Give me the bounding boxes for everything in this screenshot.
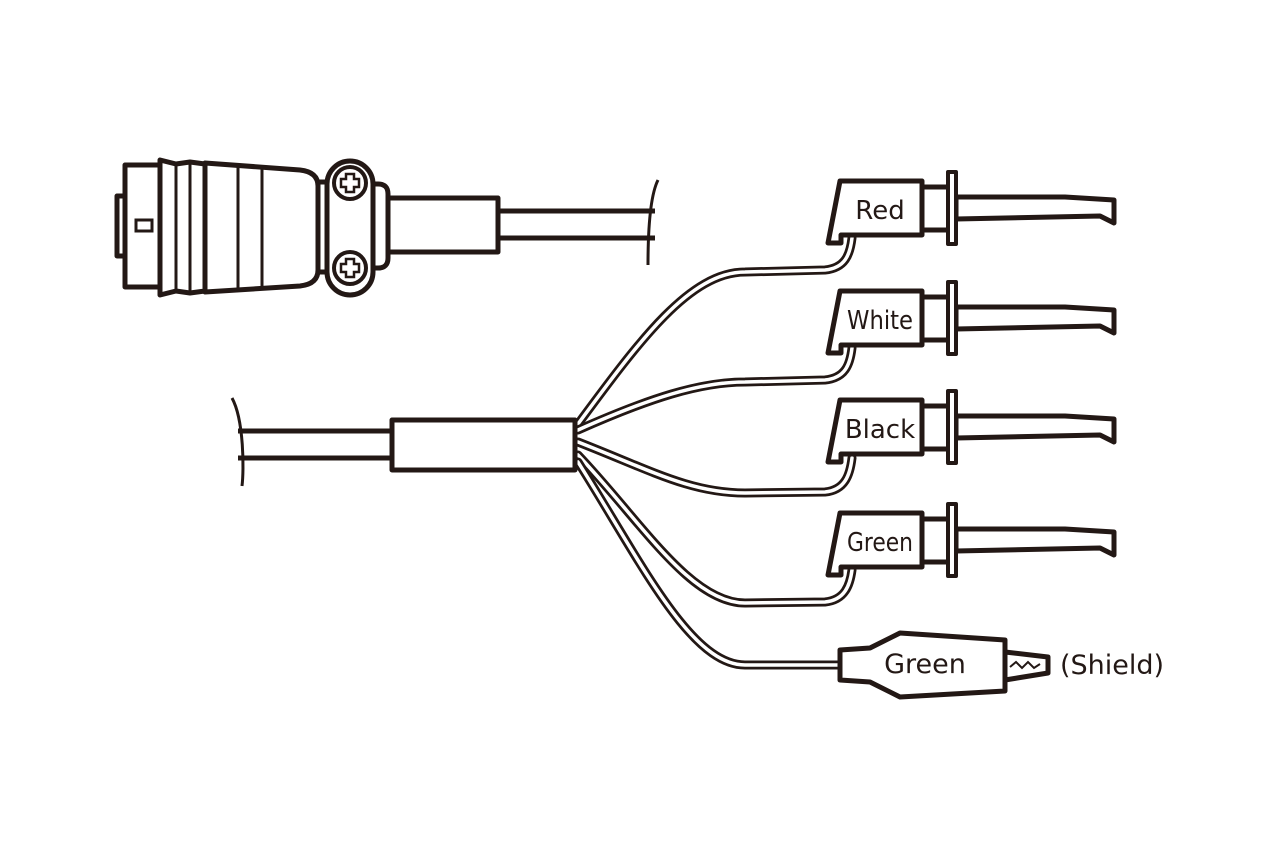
hook-clip-green: Green (825, 502, 1117, 578)
hook-clip-white: White (825, 280, 1117, 356)
alligator-clip: Green (Shield) (837, 630, 1164, 700)
clip-flange (946, 280, 958, 356)
clip-flange (946, 170, 958, 246)
breakout-cable (230, 397, 392, 487)
jaw-teeth (1009, 660, 1041, 670)
wires (573, 233, 857, 670)
hook-clip-black: Black (825, 389, 1117, 465)
clip-flange (946, 502, 958, 578)
clamp-back (369, 181, 391, 271)
lead-label: Black (845, 415, 915, 445)
clip-flange (946, 389, 958, 465)
connector-assembly (114, 157, 660, 298)
hook-clip-red: Red (825, 170, 1117, 246)
lead-label: Green (884, 649, 966, 680)
clip-body (825, 178, 925, 246)
connector-front (122, 162, 163, 290)
lead-label: White (847, 306, 913, 336)
cable-break-mark (230, 397, 245, 487)
key-mark (134, 218, 154, 233)
lead-label: Green (847, 528, 913, 558)
connector-grip (157, 157, 208, 298)
wire-white (573, 343, 857, 435)
probe-hook (953, 413, 1117, 445)
screw-icon (332, 165, 368, 201)
wire-black (573, 437, 857, 498)
probe-hook (953, 194, 1117, 226)
clip-body (825, 397, 925, 465)
probe-hook (953, 304, 1117, 336)
cable-break-mark (646, 179, 660, 266)
clip-body (825, 288, 925, 356)
strain-relief (382, 195, 501, 255)
lead-label: Red (855, 196, 904, 226)
screw-icon (332, 250, 368, 286)
clip-body (825, 510, 925, 578)
shield-note: (Shield) (1060, 650, 1164, 681)
probe-hook (953, 526, 1117, 558)
breakout-sleeve (389, 417, 578, 473)
wire-red (573, 233, 857, 429)
clip-body (837, 630, 1008, 700)
